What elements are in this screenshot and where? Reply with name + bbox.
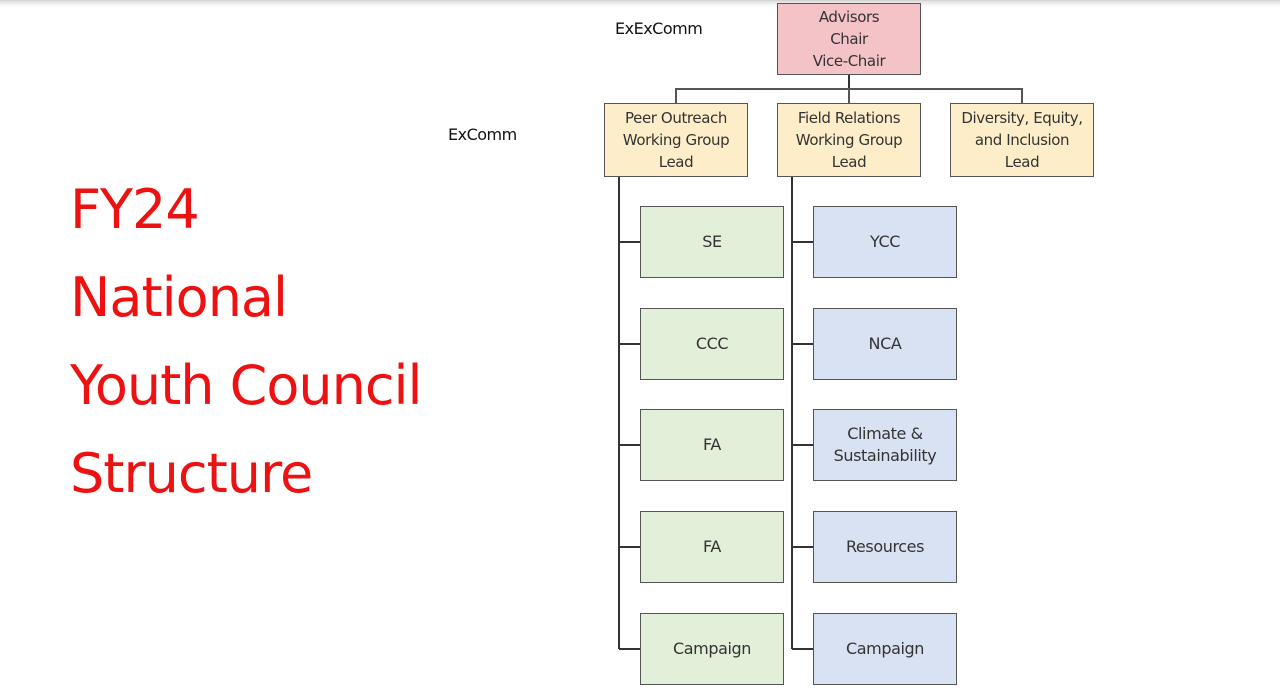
field-branch-line — [792, 546, 813, 548]
connector-to-field — [848, 88, 850, 104]
peer-branch-line — [619, 546, 640, 548]
peer-outreach-lead-text: Peer Outreach Working Group Lead — [622, 109, 730, 171]
field-group-box: Climate & Sustainability — [813, 409, 957, 481]
field-branch-line — [792, 648, 813, 650]
peer-group-box: CCC — [640, 308, 784, 380]
peer-group-text: FA — [703, 537, 721, 556]
level-label-exexcomm: ExExComm — [615, 19, 703, 38]
peer-group-box: FA — [640, 511, 784, 583]
peer-group-box: Campaign — [640, 613, 784, 685]
connector-to-peer — [675, 88, 677, 104]
field-branch-line — [792, 444, 813, 446]
peer-group-text: CCC — [695, 334, 729, 353]
title-line-national: National — [70, 266, 288, 329]
title-line-fy: FY24 — [70, 178, 200, 241]
field-group-box: Campaign — [813, 613, 957, 685]
field-group-text: YCC — [869, 232, 901, 251]
peer-branch-line — [619, 648, 640, 650]
peer-outreach-lead-box: Peer Outreach Working Group Lead — [604, 103, 748, 177]
field-group-box: Resources — [813, 511, 957, 583]
title-line-structure: Structure — [70, 442, 313, 505]
window-top-edge — [0, 0, 1280, 8]
connector-to-dei — [1021, 88, 1023, 104]
peer-group-text: Campaign — [672, 639, 752, 658]
field-group-text: Campaign — [845, 639, 925, 658]
field-branch-line — [792, 343, 813, 345]
peer-branch-line — [619, 241, 640, 243]
level-label-excomm: ExComm — [448, 125, 517, 144]
title-line-youth-council: Youth Council — [70, 354, 423, 417]
field-group-box: NCA — [813, 308, 957, 380]
peer-trunk-line — [618, 177, 620, 649]
dei-lead-box: Diversity, Equity, and Inclusion Lead — [950, 103, 1094, 177]
field-group-text: Resources — [845, 537, 925, 556]
field-relations-lead-text: Field Relations Working Group Lead — [795, 109, 903, 171]
field-relations-lead-box: Field Relations Working Group Lead — [777, 103, 921, 177]
peer-branch-line — [619, 343, 640, 345]
field-group-text: Climate & Sustainability — [833, 424, 937, 465]
peer-group-text: SE — [702, 232, 722, 251]
peer-branch-line — [619, 444, 640, 446]
field-trunk-line — [791, 177, 793, 649]
field-group-box: YCC — [813, 206, 957, 278]
peer-group-box: SE — [640, 206, 784, 278]
field-group-text: NCA — [868, 334, 902, 353]
dei-lead-text: Diversity, Equity, and Inclusion Lead — [961, 109, 1083, 171]
connector-top-down — [848, 74, 850, 90]
advisors-chair-box: Advisors Chair Vice-Chair — [777, 3, 921, 75]
peer-group-text: FA — [703, 435, 721, 454]
peer-group-box: FA — [640, 409, 784, 481]
page-title: FY24 National Youth Council Structure — [70, 166, 423, 518]
advisors-chair-text: Advisors Chair Vice-Chair — [812, 8, 886, 70]
field-branch-line — [792, 241, 813, 243]
